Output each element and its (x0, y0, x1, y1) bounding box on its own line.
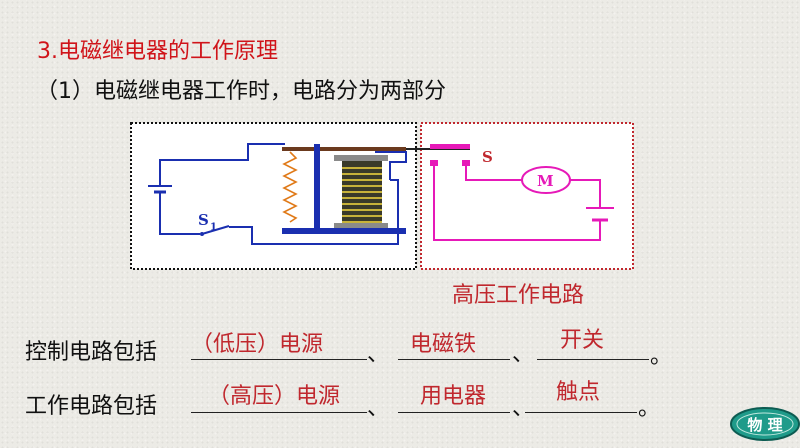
control-wires (159, 143, 407, 245)
core-top (334, 155, 388, 161)
switch-s1-label: S (198, 211, 209, 229)
working-wires (433, 166, 601, 241)
working-circuit-label: 工作电路包括 (25, 394, 158, 419)
logo-text: 物 理 (747, 416, 782, 434)
slide-subheading: （1）电磁继电器工作时，电路分为两部分 (36, 79, 446, 104)
control-answer-switch: 开关 (560, 328, 605, 353)
contact-points-icon (430, 144, 470, 166)
blank-line (191, 412, 367, 413)
blank-line (537, 359, 649, 360)
separator: 、 (512, 396, 535, 421)
blank-line (398, 359, 510, 360)
blank-line (398, 412, 510, 413)
high-voltage-circuit-label: 高压工作电路 (452, 283, 585, 308)
relay-base (282, 228, 406, 234)
core-bottom (334, 223, 388, 228)
separator: 、 (367, 396, 390, 421)
control-circuit-label: 控制电路包括 (25, 340, 158, 365)
working-battery-icon (586, 207, 614, 222)
blank-line (191, 359, 367, 360)
separator: 、 (512, 342, 535, 367)
period: 。 (638, 396, 661, 421)
blank-line (525, 412, 637, 413)
switch-s-label: S (482, 148, 493, 166)
switch-s1-subscript: 1 (210, 222, 217, 233)
motor-icon (521, 166, 571, 194)
coil-icon (342, 161, 382, 227)
separator: 、 (367, 342, 390, 367)
working-answer-appliance: 用电器 (420, 384, 487, 409)
working-answer-contacts: 触点 (556, 380, 601, 405)
pivot-post (314, 144, 320, 228)
relay-circuit-diagram: S 1 S M (130, 122, 634, 270)
period: 。 (650, 344, 673, 369)
control-answer-electromagnet: 电磁铁 (410, 332, 477, 357)
physics-logo: 物 理 (730, 407, 800, 441)
spring-icon (282, 151, 298, 223)
working-answer-power: （高压）电源 (208, 384, 341, 409)
control-answer-power: （低压）电源 (191, 332, 324, 357)
switch-s1-icon (200, 225, 230, 236)
control-battery-icon (148, 170, 172, 205)
slide-heading: 3.电磁继电器的工作原理 (37, 39, 278, 64)
motor-label: M (537, 172, 554, 190)
